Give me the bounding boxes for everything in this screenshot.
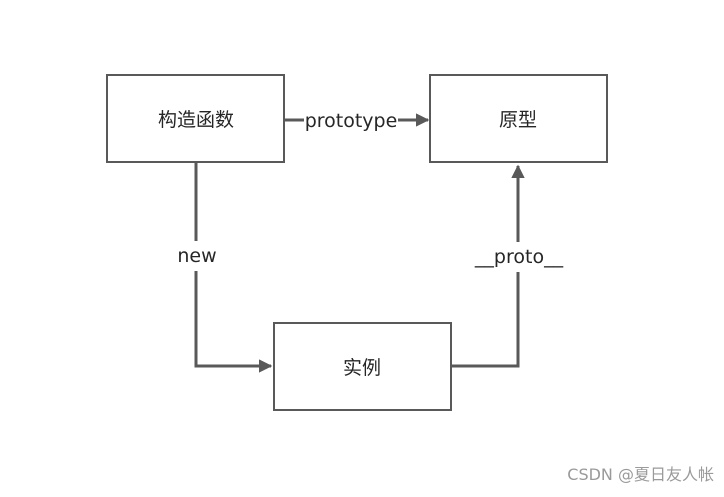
edge-proto: __proto__ (451, 164, 564, 368)
edge-label-new: new (177, 245, 216, 267)
node-instance: 实例 (273, 322, 452, 411)
node-constructor: 构造函数 (106, 74, 285, 163)
edge-new: new (174, 162, 273, 373)
edge-prototype: prototype (285, 106, 430, 134)
node-prototype-label: 原型 (499, 109, 537, 131)
node-constructor-label: 构造函数 (158, 109, 234, 131)
edge-label-prototype: prototype (305, 110, 398, 132)
node-prototype: 原型 (429, 74, 608, 163)
watermark: CSDN @夏日友人帐 (567, 465, 714, 484)
edge-label-proto: __proto__ (474, 246, 564, 268)
node-instance-label: 实例 (343, 357, 381, 379)
